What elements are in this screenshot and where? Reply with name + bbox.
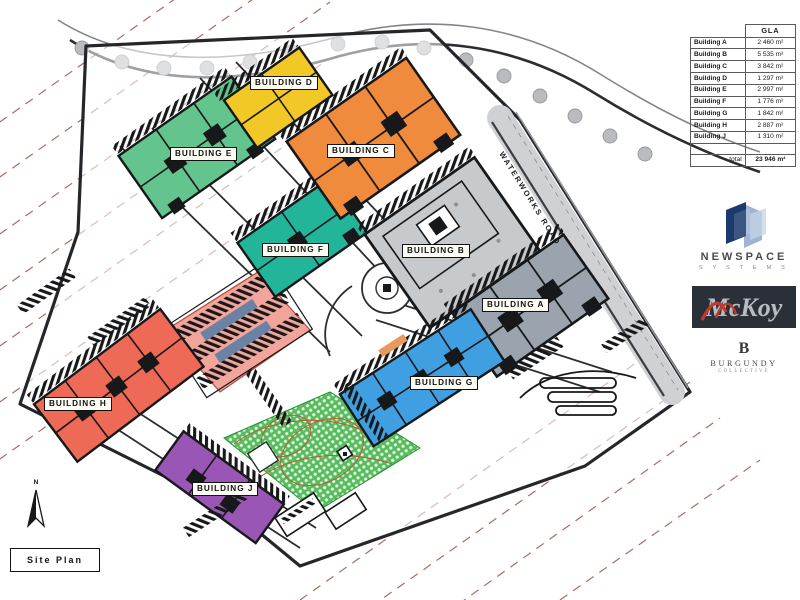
gla-row-name-C: Building C: [690, 60, 746, 73]
building-label-B: BUILDING B: [402, 244, 470, 258]
gla-header-blank: [690, 24, 746, 38]
service-yard: [519, 370, 637, 416]
gla-row-value-J: 1 310 m²: [744, 130, 797, 144]
gla-row-value-H: 2 887 m²: [744, 119, 797, 132]
table-row: Building C 3 842 m²: [690, 60, 797, 73]
gla-header-column: GLA: [744, 24, 797, 38]
burgundy-logo: B BURGUNDY COLLECTIVE: [690, 339, 798, 375]
building-label-E: BUILDING E: [170, 147, 238, 161]
gla-row-name-G: Building G: [690, 107, 746, 121]
gla-header-row: GLA: [690, 24, 797, 38]
building-label-J: BUILDING J: [192, 482, 259, 496]
building-label-C: BUILDING C: [327, 144, 395, 158]
burgundy-initial: B: [738, 339, 750, 357]
table-row: Building G 1 842 m²: [690, 107, 797, 121]
table-row: Building F 1 776 m²: [690, 95, 797, 109]
gla-row-value-F: 1 776 m²: [744, 95, 797, 109]
central-parking-area: [161, 259, 314, 399]
north-label: N: [33, 479, 39, 486]
gla-table: GLA Building A 2 460 m² Building B 5 535…: [690, 24, 797, 167]
newspace-subtitle: S Y S T E M S: [698, 265, 790, 271]
north-arrow: N: [22, 479, 50, 533]
gla-spacer-left: [690, 142, 746, 155]
gla-row-name-D: Building D: [690, 72, 746, 85]
mckoy-mark-icon: McKoy: [700, 293, 783, 322]
building-label-F: BUILDING F: [262, 243, 329, 257]
north-arrow-icon: [26, 489, 46, 528]
service-structures: [273, 491, 368, 538]
gla-row-value-C: 3 842 m²: [744, 60, 797, 73]
gla-row-name-F: Building F: [690, 95, 746, 109]
gla-row-name-E: Building E: [690, 83, 746, 97]
gla-total-row: total 23 946 m²: [690, 153, 797, 167]
building-label-D: BUILDING D: [250, 76, 318, 90]
gla-total-value: 23 946 m²: [744, 153, 797, 167]
newspace-logo: NEWSPACE S Y S T E M S: [690, 200, 798, 272]
building-label-H: BUILDING H: [44, 397, 112, 411]
table-row: Building A 2 460 m²: [690, 36, 797, 50]
building-label-G: BUILDING G: [410, 376, 479, 390]
building-C-footprint: [278, 46, 462, 221]
page-title: Site Plan: [26, 555, 83, 565]
newspace-wordmark: NEWSPACE: [700, 251, 788, 263]
table-row: Building B 5 535 m²: [690, 48, 797, 62]
table-row: Building J 1 310 m²: [690, 130, 797, 144]
newspace-mark-icon: [726, 202, 766, 248]
gla-row-name-A: Building A: [690, 36, 746, 50]
building-H-footprint: [26, 299, 206, 464]
table-row: Building D 1 297 m²: [690, 72, 797, 85]
gla-row-name-J: Building J: [690, 130, 746, 144]
mckoy-logo: McKoy: [692, 285, 796, 328]
gla-spacer-row: [690, 142, 797, 155]
svg-text:McKoy: McKoy: [705, 293, 783, 322]
table-row: Building H 2 887 m²: [690, 119, 797, 132]
gla-row-name-B: Building B: [690, 48, 746, 62]
building-B-footprint: [356, 146, 542, 330]
gla-row-value-B: 5 535 m²: [744, 48, 797, 62]
logo-stack: NEWSPACE S Y S T E M S McKoy B BURGUNDY …: [690, 200, 798, 375]
table-row: Building E 2 997 m²: [690, 83, 797, 97]
building-label-A: BUILDING A: [482, 298, 550, 312]
drawing-title-box: Site Plan: [10, 548, 100, 572]
burgundy-subtitle: COLLECTIVE: [718, 368, 770, 374]
gla-row-name-H: Building H: [690, 119, 746, 132]
gla-total-label: total: [690, 153, 746, 167]
gla-row-value-D: 1 297 m²: [744, 72, 797, 85]
gla-row-value-A: 2 460 m²: [744, 36, 797, 50]
gla-row-value-G: 1 842 m²: [744, 107, 797, 121]
gla-spacer-right: [744, 142, 797, 155]
gla-row-value-E: 2 997 m²: [744, 83, 797, 97]
parking-strips: [16, 268, 649, 538]
burgundy-wordmark: BURGUNDY: [710, 358, 778, 368]
